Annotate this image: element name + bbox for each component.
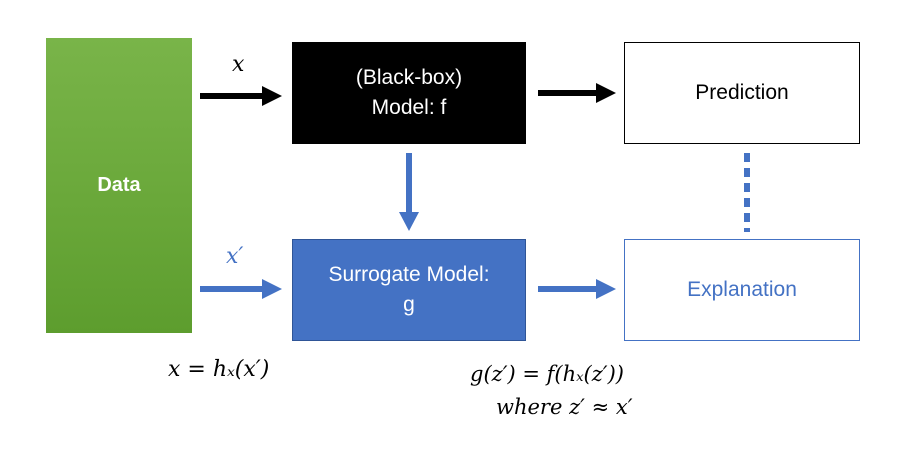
arrow-data-to-model	[200, 86, 282, 106]
arrow-model-to-surrogate	[399, 153, 419, 231]
arrow-model-to-prediction	[538, 83, 616, 103]
explanation-node-label: Explanation	[687, 278, 797, 301]
arrow-data-to-surrogate	[200, 279, 282, 299]
surrogate-model-node: Surrogate Model: g	[292, 239, 526, 341]
input-x-prime-label: x′	[226, 244, 244, 269]
prediction-node: Prediction	[624, 42, 860, 144]
surrogate-condition: where z′ ≈ x′	[496, 395, 633, 419]
model-node-label-line1: (Black-box)	[355, 66, 463, 89]
explanation-node: Explanation	[624, 239, 860, 341]
model-node-label-line2: Model: f	[371, 96, 447, 119]
input-x-label: x	[232, 52, 245, 77]
surrogate-equation: g(z′) = f(hₓ(z′))	[470, 362, 624, 386]
data-node: Data	[46, 38, 192, 333]
prediction-node-label: Prediction	[695, 81, 789, 104]
arrow-surrogate-to-explanation	[538, 279, 616, 299]
surrogate-node-label-line2: g	[403, 293, 415, 316]
surrogate-node-label-line1: Surrogate Model:	[328, 263, 490, 286]
data-node-label: Data	[97, 174, 141, 196]
black-box-model-node: (Black-box) Model: f	[292, 42, 526, 144]
mapping-equation: x = hₓ(x′)	[168, 357, 270, 382]
